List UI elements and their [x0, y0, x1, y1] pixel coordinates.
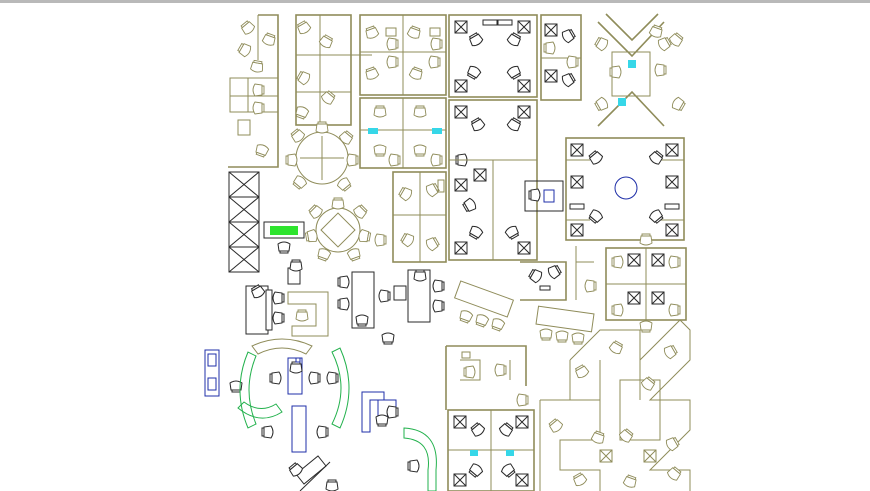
reception-desk-highlighted: [263, 221, 305, 254]
executive-desk-right: [393, 269, 445, 323]
executive-desk-center: [337, 271, 395, 345]
cubicle-bank-4: [359, 97, 447, 169]
cubicle-pair-center: [520, 246, 597, 301]
x-shaped-workstation-pod: [593, 13, 687, 127]
cubicle-bank-lower: [445, 345, 529, 410]
curved-reception-counter: [237, 338, 350, 453]
executive-desk-left: [245, 259, 303, 335]
angled-desk-bottom: [287, 455, 339, 491]
l-shaped-desk: [287, 291, 329, 337]
viewport-top-rule: [0, 0, 870, 3]
round-meeting-table-2: [304, 197, 387, 263]
workstation-pod-top: [448, 14, 538, 98]
training-table-1: [453, 280, 515, 333]
cubicle-bank-3: [359, 14, 447, 96]
workstation-pod-bottom: [447, 409, 535, 491]
cubicle-bank-5: [392, 171, 447, 263]
x-braced-shelving: [228, 171, 260, 273]
round-meeting-table-1: [285, 121, 359, 193]
four-way-workstation-pod: [605, 233, 687, 333]
workstation-pod-middle: [448, 99, 538, 261]
training-table-2: [535, 305, 595, 345]
green-curved-desk-lower: [403, 427, 437, 491]
staggered-workstations: [539, 319, 691, 491]
blue-desk-unit: [524, 180, 564, 212]
waiting-chairs-blue: [204, 349, 243, 397]
blue-desk-lower: [361, 391, 399, 433]
cubicle-column-narrow: [540, 14, 582, 101]
conference-pod-with-round-table: [565, 137, 685, 241]
workstation-cluster-left: [228, 14, 279, 168]
